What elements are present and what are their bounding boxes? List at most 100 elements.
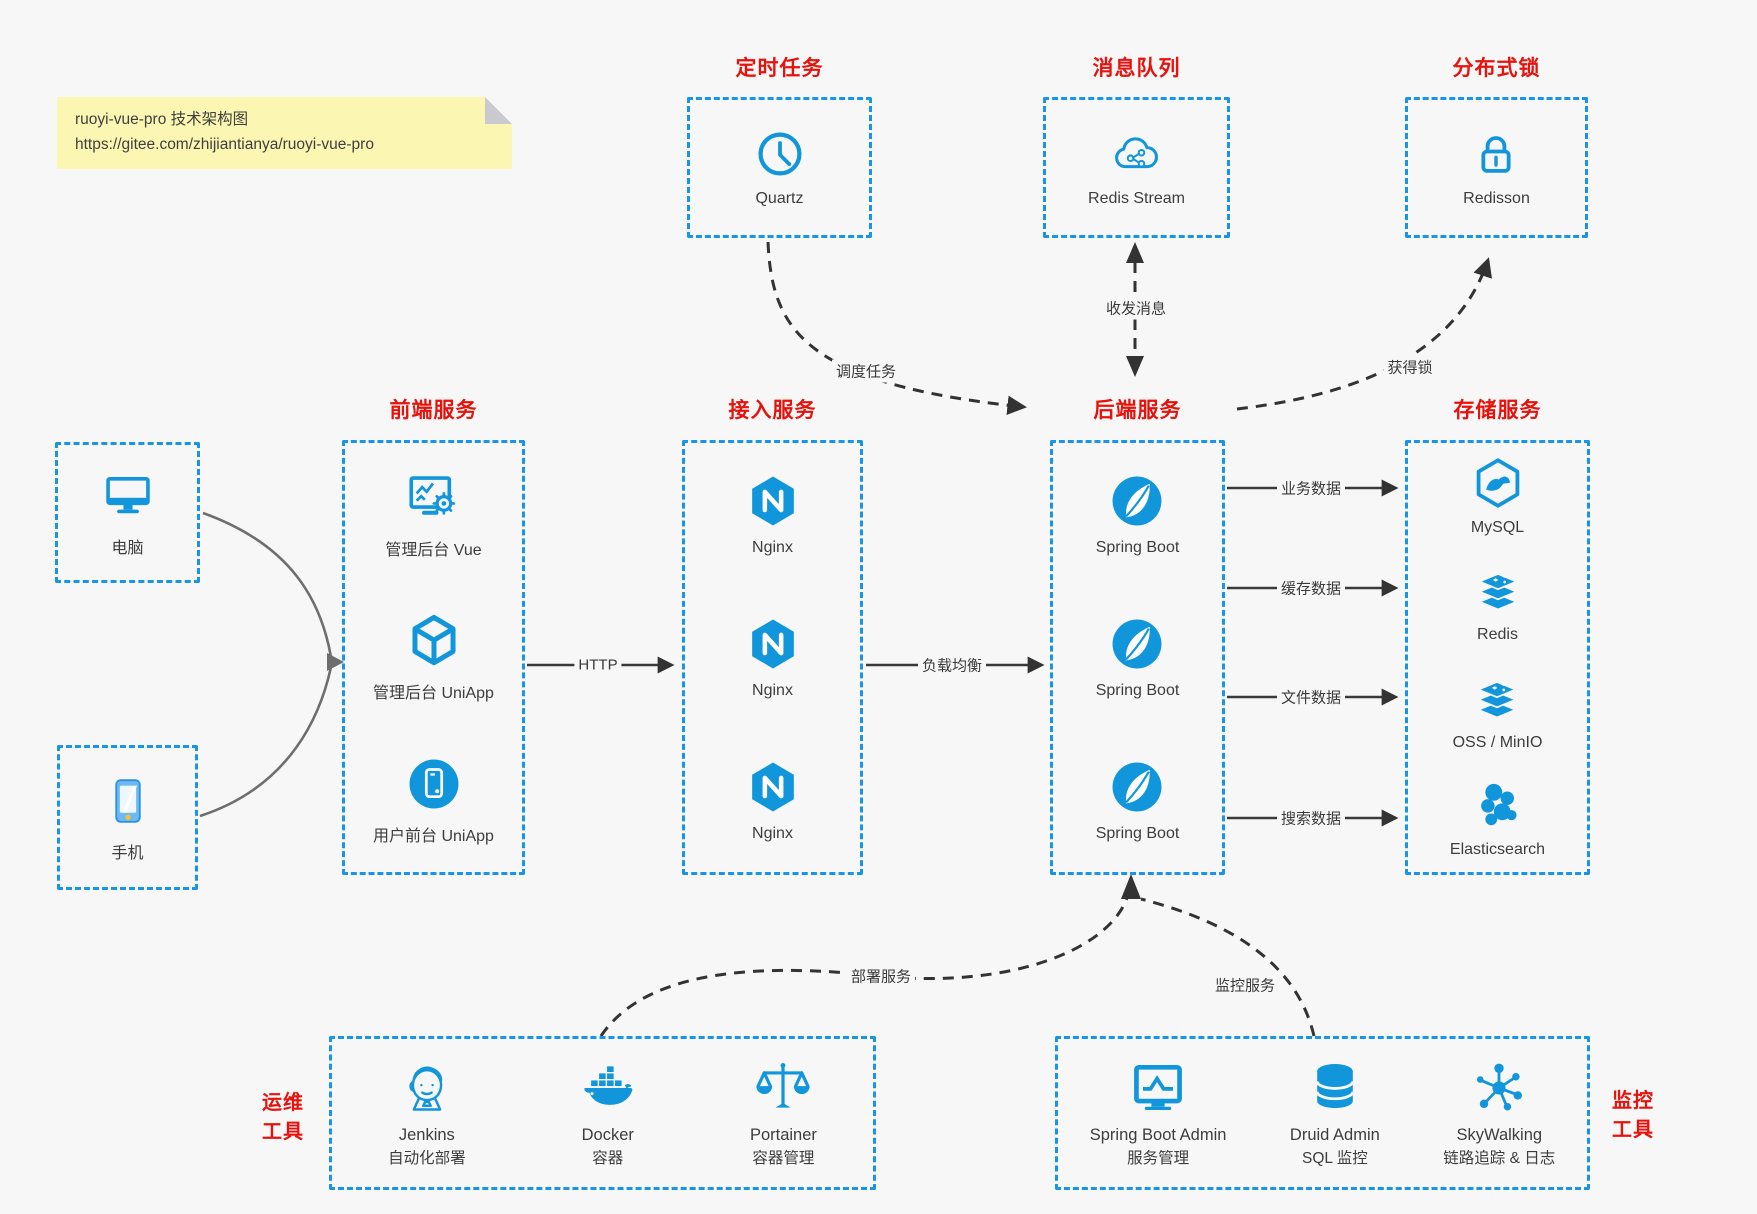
node-phone: 手机: [99, 772, 157, 863]
edge-label-load-balance: 负载均衡: [917, 653, 987, 677]
node-label: Spring Boot: [1095, 539, 1180, 556]
docker-icon: [578, 1057, 638, 1117]
node-portainer: Portainer 容器管理: [750, 1057, 817, 1170]
node-label: Nginx: [752, 682, 793, 699]
tool-desc: 链路追踪 & 日志: [1443, 1149, 1556, 1167]
lock-icon: [1469, 127, 1523, 181]
pc-client-box: 电脑: [55, 442, 200, 583]
clock-icon: [753, 127, 807, 181]
node-docker: Docker 容器: [578, 1057, 638, 1170]
node-label: Redis Stream: [1088, 190, 1185, 207]
jenkins-icon: [397, 1057, 457, 1117]
edge-label-cache-data: 缓存数据: [1276, 576, 1346, 600]
edge-label-monitor-service: 监控服务: [1210, 973, 1280, 997]
group-title-scheduled-task: 定时任务: [735, 57, 824, 80]
node-admin-vue: 管理后台 Vue: [385, 469, 482, 560]
node-label: 用户前台 UniApp: [373, 828, 494, 845]
redis-stack-icon: [1471, 563, 1525, 617]
edge-label-business-data: 业务数据: [1276, 476, 1346, 500]
elasticsearch-icon: [1471, 778, 1525, 832]
node-label: MySQL: [1470, 519, 1525, 537]
storage-services-box: MySQL Redis OSS / MinIO Elasticsearch: [1405, 440, 1590, 875]
edge-phone-to-frontend: [199, 666, 333, 818]
node-label: OSS / MinIO: [1452, 733, 1543, 751]
column-title-access: 接入服务: [728, 399, 817, 422]
edge-label-acquire-lock: 获得锁: [1383, 355, 1437, 379]
node-nginx-2: Nginx: [744, 615, 802, 700]
spring-boot-icon: [1108, 472, 1166, 530]
monitor-tools-box: Spring Boot Admin 服务管理 Druid Admin SQL 监…: [1055, 1036, 1590, 1190]
tool-desc: 服务管理: [1127, 1149, 1190, 1167]
edge-schedule-task: [766, 241, 1027, 415]
node-label: Quartz: [755, 190, 804, 207]
node-label: 手机: [111, 845, 144, 862]
scheduled-task-box: Quartz: [687, 97, 872, 238]
spring-boot-icon: [1108, 615, 1166, 673]
node-admin-uniapp: 管理后台 UniApp: [373, 612, 494, 703]
tool-name: Docker: [581, 1125, 634, 1144]
node-nginx-3: Nginx: [744, 758, 802, 843]
node-springboot-1: Spring Boot: [1095, 472, 1180, 557]
node-label: 电脑: [111, 540, 144, 557]
edge-acquire-lock: [1236, 257, 1492, 411]
nginx-icon: [744, 758, 802, 816]
node-jenkins: Jenkins 自动化部署: [388, 1057, 466, 1170]
node-quartz: Quartz: [753, 127, 807, 208]
admin-vue-icon: [404, 469, 462, 527]
druid-db-icon: [1305, 1057, 1365, 1117]
user-app-icon: [405, 755, 463, 813]
node-nginx-1: Nginx: [744, 472, 802, 557]
portainer-icon: [753, 1057, 813, 1117]
distributed-lock-box: Redisson: [1405, 97, 1588, 238]
tool-name: Spring Boot Admin: [1089, 1125, 1227, 1144]
sticky-note: ruoyi-vue-pro 技术架构图 https://gitee.com/zh…: [57, 97, 512, 169]
arrowhead-up: [1126, 242, 1144, 263]
node-springboot-admin: Spring Boot Admin 服务管理: [1089, 1057, 1227, 1170]
node-label: Elasticsearch: [1449, 840, 1546, 858]
arrowhead-frontend: [327, 653, 344, 671]
edge-label-deploy-service: 部署服务: [846, 964, 916, 988]
tool-desc: 容器: [592, 1149, 624, 1167]
backend-services-box: Spring Boot Spring Boot Spring Boot: [1050, 440, 1225, 875]
node-druid-admin: Druid Admin SQL 监控: [1290, 1057, 1380, 1170]
node-label: Spring Boot: [1095, 825, 1180, 842]
node-oss-minio: OSS / MinIO: [1452, 671, 1543, 752]
edge-label-file-data: 文件数据: [1276, 685, 1346, 709]
tool-name: SkyWalking: [1456, 1125, 1543, 1144]
desktop-icon: [99, 467, 157, 525]
node-mysql: MySQL: [1471, 456, 1525, 537]
note-title: ruoyi-vue-pro 技术架构图: [75, 111, 249, 128]
group-title-message-queue: 消息队列: [1092, 57, 1181, 80]
tool-desc: 容器管理: [752, 1149, 815, 1167]
tool-name: Jenkins: [398, 1125, 455, 1144]
cube-icon: [405, 612, 463, 670]
column-title-storage: 存储服务: [1453, 399, 1542, 422]
frontend-services-box: 管理后台 Vue 管理后台 UniApp 用户前台 UniApp: [342, 440, 525, 875]
node-user-uniapp: 用户前台 UniApp: [373, 755, 494, 846]
admin-monitor-icon: [1128, 1057, 1188, 1117]
cloud-stream-icon: [1109, 127, 1163, 181]
node-label: Redisson: [1463, 190, 1530, 207]
monitor-tools-label: 监控 工具: [1612, 1090, 1654, 1141]
edge-label-schedule-task: 调度任务: [831, 359, 901, 383]
node-redis: Redis: [1471, 563, 1525, 644]
phone-icon: [99, 772, 157, 830]
oss-stack-icon: [1470, 671, 1524, 725]
spring-boot-icon: [1108, 758, 1166, 816]
nginx-icon: [744, 472, 802, 530]
node-pc: 电脑: [99, 467, 157, 558]
edge-label-http: HTTP: [574, 655, 622, 675]
node-label: Spring Boot: [1095, 682, 1180, 699]
access-services-box: Nginx Nginx Nginx: [682, 440, 863, 875]
skywalking-icon: [1469, 1057, 1529, 1117]
message-queue-box: Redis Stream: [1043, 97, 1230, 238]
node-springboot-2: Spring Boot: [1095, 615, 1180, 700]
node-label: Redis: [1477, 626, 1518, 644]
mysql-icon: [1471, 456, 1525, 510]
edge-monitor-service: [1140, 897, 1316, 1037]
edge-pc-to-frontend: [202, 511, 333, 658]
node-redisson: Redisson: [1463, 127, 1530, 208]
tool-desc: 自动化部署: [388, 1149, 466, 1167]
